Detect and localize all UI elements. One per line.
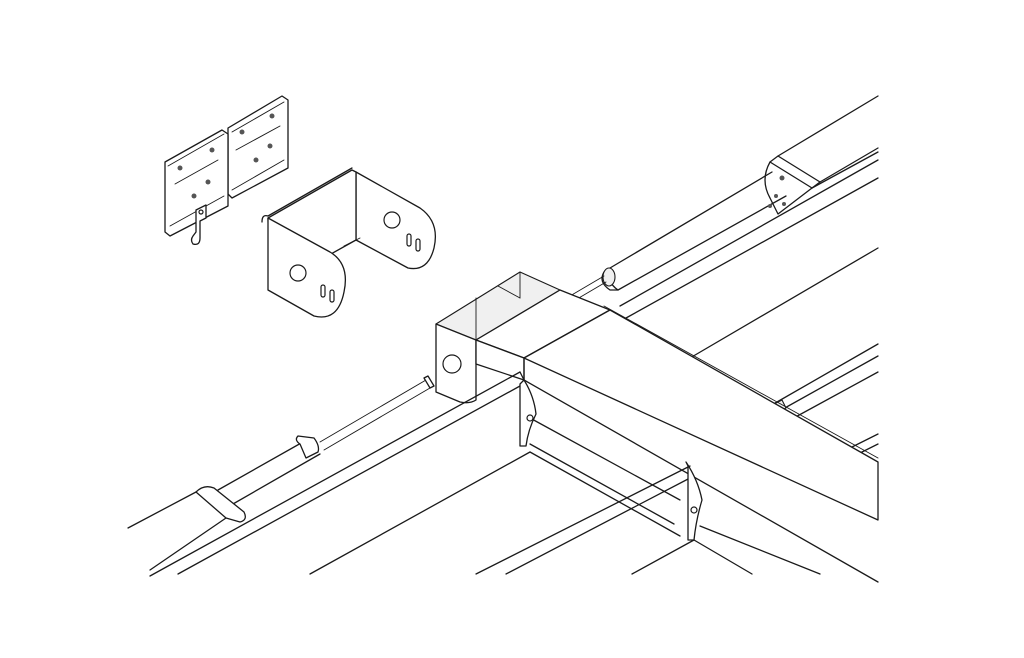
- end-block: [435, 271, 561, 404]
- u-shaped-bracket: [261, 167, 437, 318]
- mounting-plate-pair: [164, 95, 289, 246]
- lower-roller-tube: [127, 375, 435, 571]
- lower-rail-frame: [149, 371, 821, 577]
- upper-roller-tube: [569, 155, 821, 303]
- cross-beam: [475, 289, 879, 583]
- upper-rail-housing: [619, 95, 879, 359]
